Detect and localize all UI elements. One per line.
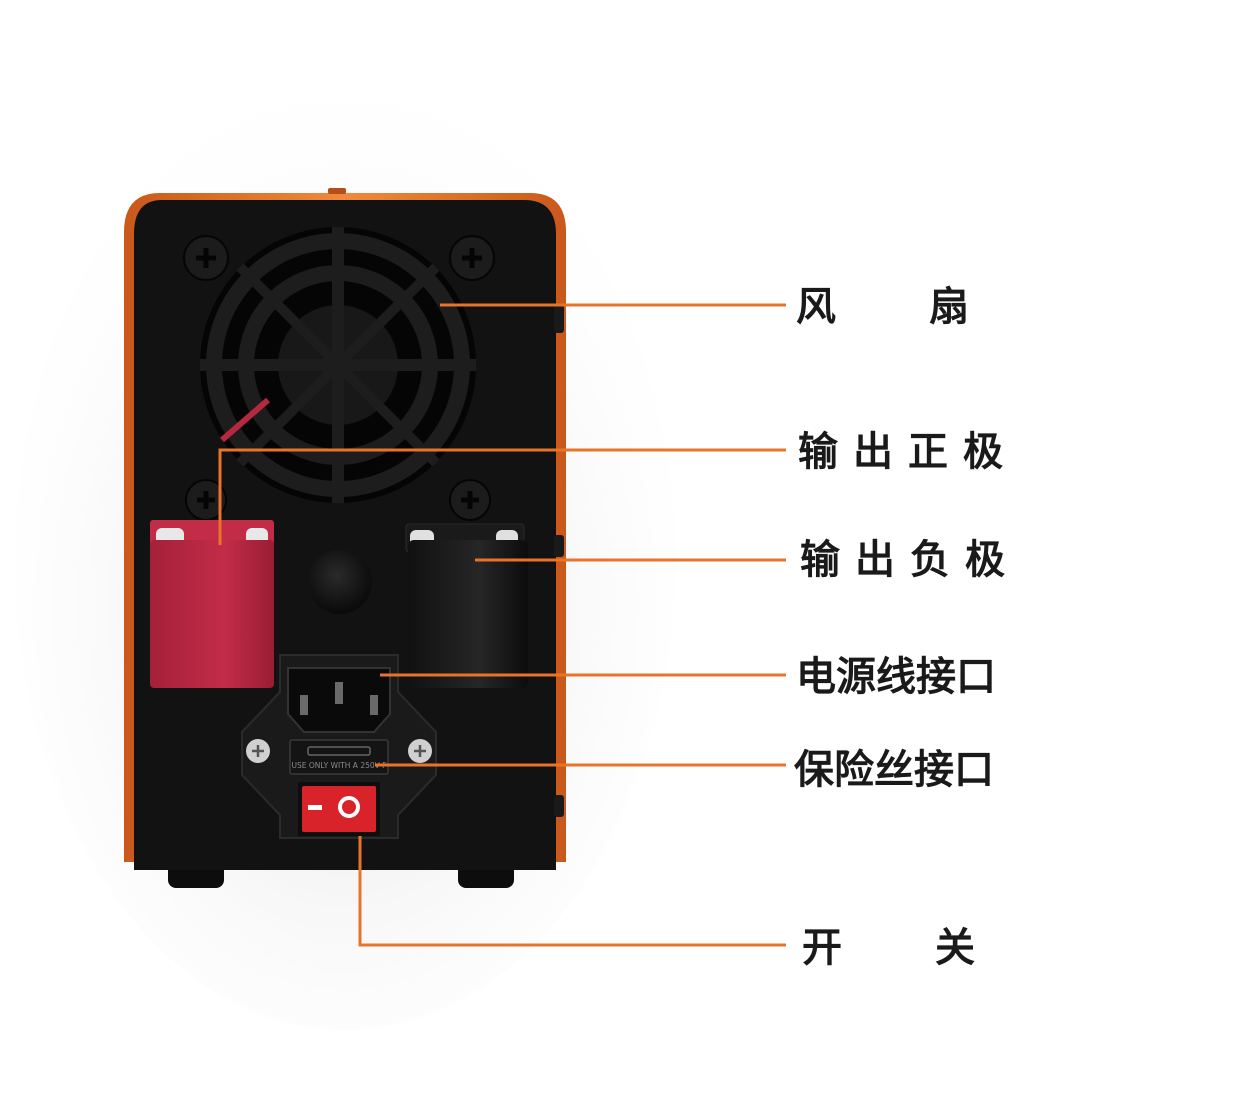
- side-bump-2: [554, 535, 564, 557]
- screw-mid-right: [449, 479, 491, 521]
- power-switch[interactable]: [298, 782, 380, 836]
- side-bump-3: [554, 795, 564, 817]
- screw-top-right: [449, 235, 495, 281]
- positive-terminal: [150, 520, 274, 688]
- callout-label-positive: 输出正极: [798, 429, 1003, 475]
- center-knob: [308, 550, 372, 614]
- callout-label-power-inlet: 电源线接口: [796, 654, 996, 700]
- callout-line-switch: [358, 836, 786, 947]
- callout-lines: [218, 303, 786, 947]
- screw-mid-left: [185, 479, 227, 521]
- fuse-holder: USE ONLY WITH A 250V F: [289, 739, 389, 775]
- power-socket: [287, 667, 391, 733]
- side-bump-1: [554, 305, 564, 333]
- callout-label-negative: 输出负极: [800, 537, 1005, 583]
- fuse-notice: USE ONLY WITH A 250V F: [292, 761, 387, 770]
- fan-grille: [200, 227, 476, 503]
- callout-label-switch: 开关: [802, 925, 975, 971]
- callout-label-fan: 风扇: [796, 284, 969, 330]
- callout-label-fuse: 保险丝接口: [794, 747, 994, 793]
- callout-line-positive: [218, 448, 786, 545]
- negative-terminal: [405, 523, 528, 688]
- top-ridge: [328, 188, 346, 194]
- screw-top-left: [183, 235, 229, 281]
